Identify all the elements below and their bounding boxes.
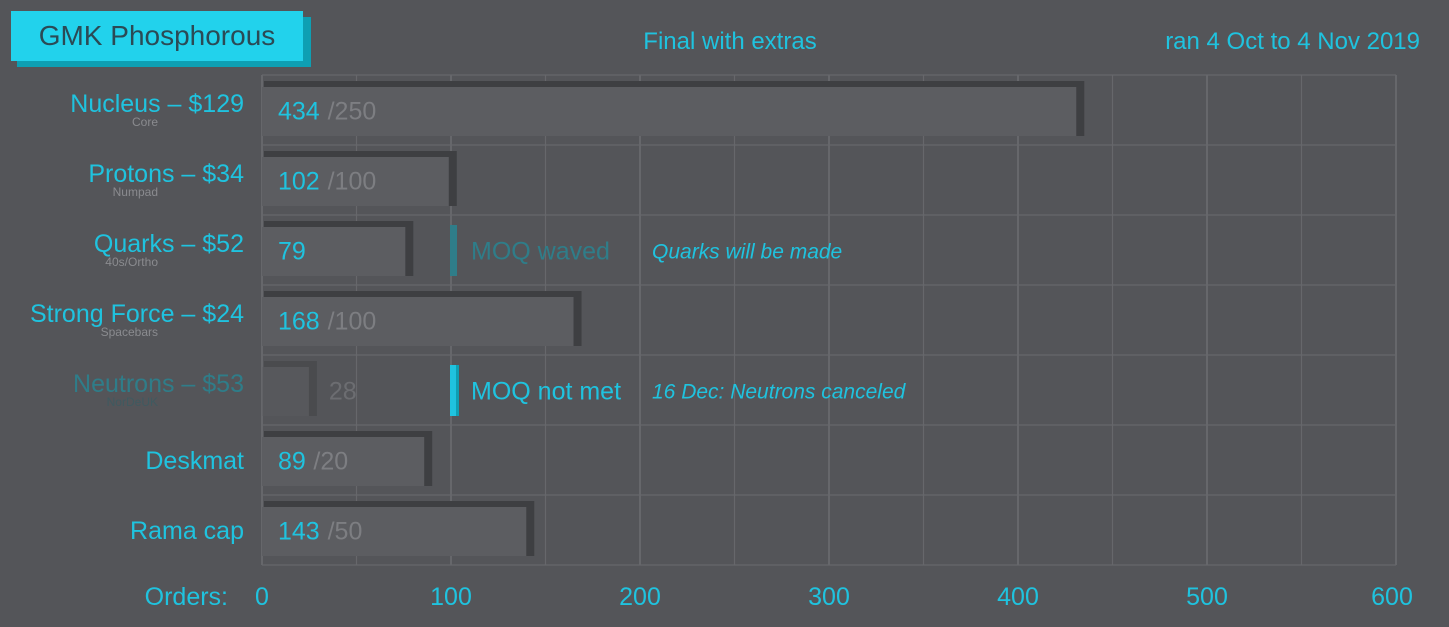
category-sublabel: Numpad	[113, 185, 158, 199]
category-sublabel: Core	[132, 115, 158, 129]
bar-value-label: 434	[278, 98, 320, 126]
moq-label: MOQ not met	[471, 378, 621, 406]
bar-target-label: /250	[328, 98, 377, 126]
chart-subtitle: Final with extras	[643, 28, 817, 55]
x-axis: Orders: 0 100 200 300 400 500 600	[145, 583, 1413, 611]
bar-row: 28	[262, 361, 357, 416]
moq-marker	[450, 365, 459, 416]
x-tick-label: 0	[255, 583, 269, 611]
bar	[262, 87, 1077, 136]
bar-value-label: 143	[278, 518, 320, 546]
category-label: Strong Force – $24	[30, 300, 244, 328]
title-badge: GMK Phosphorous	[11, 11, 311, 67]
moq-marker-edge	[456, 365, 459, 416]
bar-row: 168/100	[262, 291, 582, 346]
category-sublabel: Spacebars	[101, 325, 158, 339]
category-label: Rama cap	[130, 517, 244, 545]
annotation-note: 16 Dec: Neutrons canceled	[652, 381, 907, 404]
bar-target-label: /50	[328, 518, 363, 546]
category-label: Protons – $34	[88, 160, 244, 188]
bar-target-label: /100	[328, 168, 377, 196]
x-tick-label: 100	[430, 583, 472, 611]
x-axis-label: Orders:	[145, 583, 228, 611]
x-tick-label: 600	[1371, 583, 1413, 611]
x-tick-label: 500	[1186, 583, 1228, 611]
bar	[262, 297, 574, 346]
bar-value-label: 28	[329, 378, 357, 406]
moq-marker	[450, 225, 457, 276]
bar-target-label: /20	[313, 448, 348, 476]
bar-row: 89/20	[262, 431, 433, 486]
category-label: Neutrons – $53	[73, 370, 244, 398]
bar	[262, 157, 449, 206]
x-tick-label: 200	[619, 583, 661, 611]
bar-shadow	[264, 361, 317, 416]
grid-lines	[261, 74, 1397, 566]
bar-target-label: /100	[328, 308, 377, 336]
bar-row: 143/50	[262, 501, 535, 556]
bar	[262, 227, 406, 276]
category-label: Deskmat	[145, 447, 244, 475]
bar	[262, 367, 309, 416]
date-range: ran 4 Oct to 4 Nov 2019	[1165, 28, 1420, 55]
x-tick-label: 300	[808, 583, 850, 611]
x-tick-label: 400	[997, 583, 1039, 611]
bar-value-label: 102	[278, 168, 320, 196]
category-sublabel: NorDeUK	[107, 395, 158, 409]
category-label: Quarks – $52	[94, 230, 244, 258]
bar-row: 434/250	[262, 81, 1085, 136]
moq-label: MOQ waved	[471, 238, 610, 266]
bar-value-label: 89	[278, 448, 306, 476]
bar-row: 102/100	[262, 151, 457, 206]
bar-value-label: 168	[278, 308, 320, 336]
bar-value-label: 79	[278, 238, 306, 266]
bar-row: 79	[262, 221, 414, 276]
bar	[262, 437, 425, 486]
bar-group: 434/250 102/100 79 168/100 28 89/20 143/50	[262, 81, 1085, 556]
category-label: Nucleus – $129	[70, 90, 244, 118]
category-sublabel: 40s/Ortho	[105, 255, 158, 269]
chart-title: GMK Phosphorous	[11, 11, 303, 61]
annotation-note: Quarks will be made	[652, 241, 842, 264]
bar	[262, 507, 527, 556]
